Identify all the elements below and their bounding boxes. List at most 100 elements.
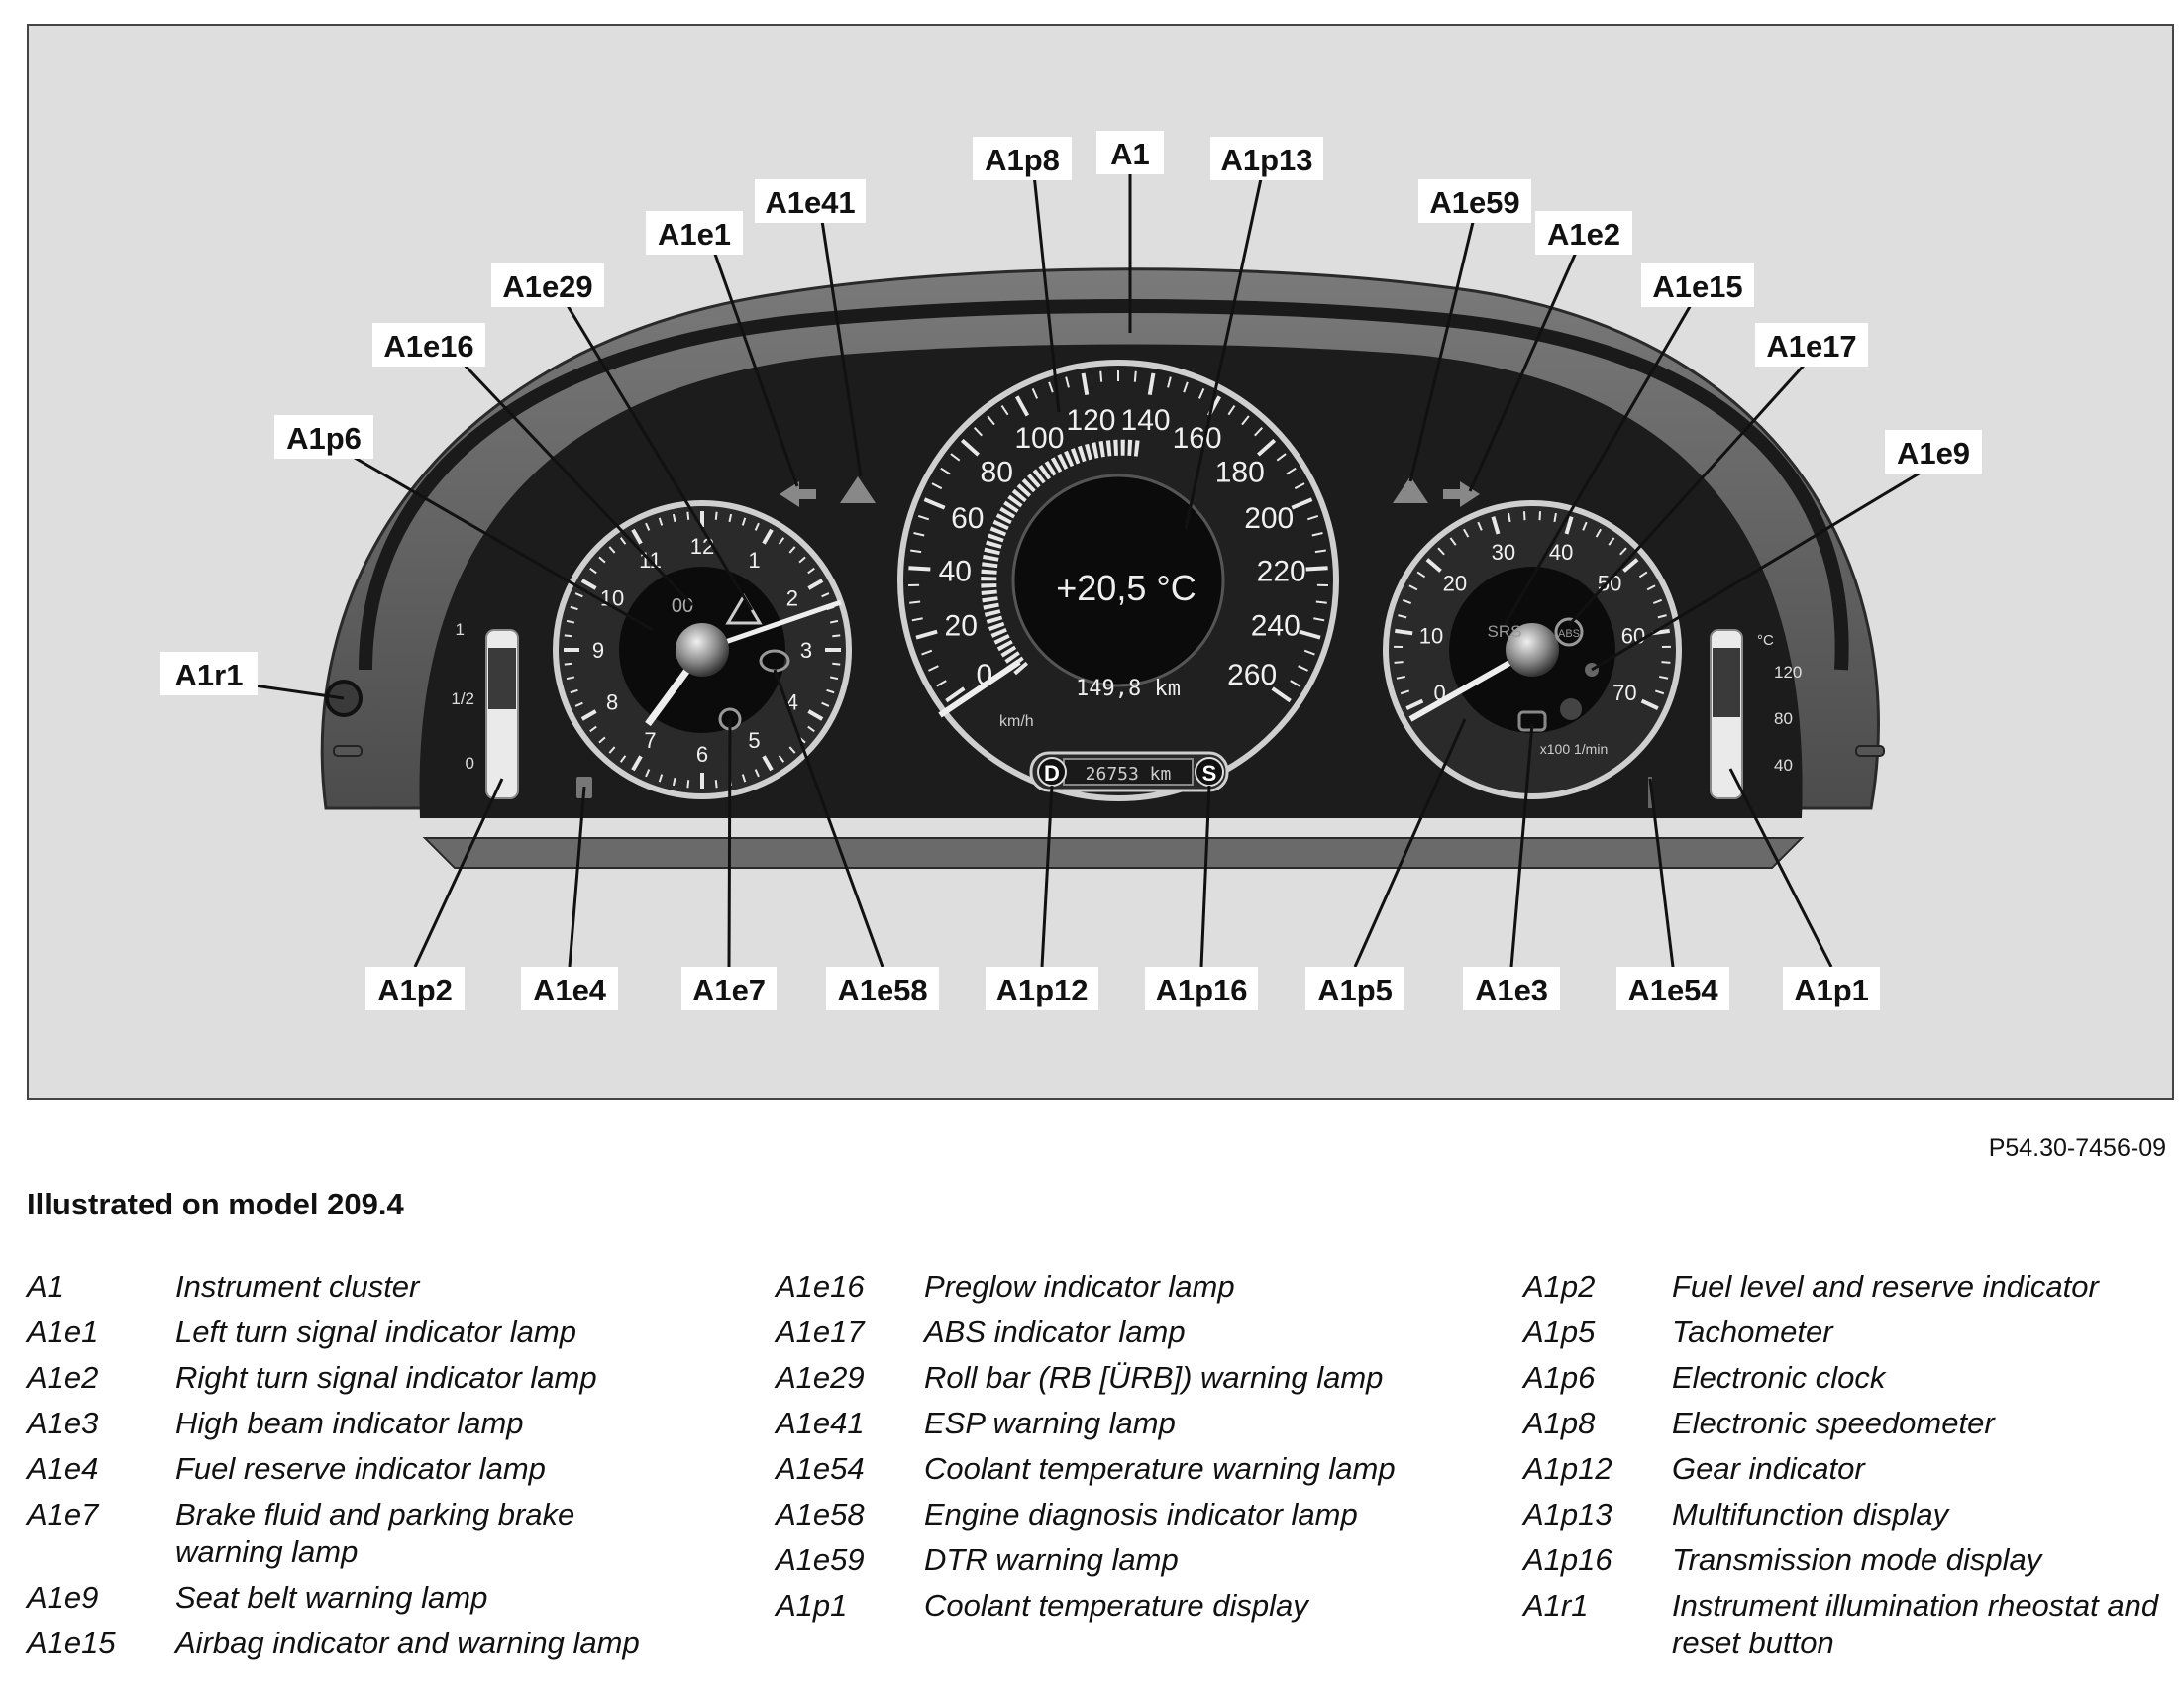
tachometer-tick xyxy=(1658,675,1669,680)
clock-label: 6 xyxy=(696,742,708,767)
legend-desc: Preglow indicator lamp xyxy=(924,1269,1235,1304)
speedometer-tick xyxy=(913,532,925,537)
clock-tick xyxy=(672,777,676,787)
tachometer-tick xyxy=(1405,698,1424,710)
speedometer-tick xyxy=(1299,629,1321,640)
callout-A1e3: A1e3 xyxy=(1475,973,1548,1007)
clock-tick xyxy=(829,619,839,624)
tachometer-tick xyxy=(1595,528,1602,538)
clock-tick xyxy=(570,605,578,611)
speedometer-tick xyxy=(945,686,966,703)
figure-caption: Illustrated on model 209.4 xyxy=(27,1187,404,1221)
speedometer-tick xyxy=(987,415,995,426)
abs-lamp-text: ABS xyxy=(1558,628,1580,640)
legend-code: A1r1 xyxy=(1523,1588,1589,1623)
legend-code: A1p6 xyxy=(1523,1360,1596,1395)
clock-tick xyxy=(608,546,616,554)
speedometer-tick xyxy=(1306,514,1319,521)
tachometer-tick xyxy=(1395,628,1413,636)
legend-desc: Instrument cluster xyxy=(175,1269,420,1304)
speedometer-tick xyxy=(928,665,939,672)
callout-A1e59: A1e59 xyxy=(1429,185,1519,220)
speedometer-tick xyxy=(1257,438,1277,457)
clock-tick xyxy=(788,746,796,754)
clock-tick xyxy=(564,634,572,638)
callout-A1e9: A1e9 xyxy=(1897,436,1970,471)
tachometer-label: 30 xyxy=(1492,540,1515,565)
tachometer-tick xyxy=(1661,661,1671,664)
clock-tick xyxy=(631,528,643,545)
legend-code: A1p1 xyxy=(776,1588,848,1623)
clock-tick xyxy=(714,780,718,789)
coolant-unit: °C xyxy=(1757,632,1774,649)
legend-desc: DTR warning lamp xyxy=(924,1542,1179,1577)
clock-label: 7 xyxy=(644,728,656,753)
clock-tick xyxy=(658,774,664,783)
speedometer-tick xyxy=(1099,370,1103,382)
speedometer-label: 160 xyxy=(1173,422,1222,455)
clock-label: 1 xyxy=(748,548,760,573)
clock-tick xyxy=(598,736,606,744)
clock-tick xyxy=(645,522,651,531)
tachometer-tick xyxy=(1553,512,1557,523)
speedometer-tick xyxy=(1311,532,1323,537)
callout-A1e1: A1e1 xyxy=(658,217,731,252)
legend-desc: Fuel reserve indicator lamp xyxy=(175,1451,546,1486)
clock-tick xyxy=(821,701,830,707)
coolant-mark-120: 120 xyxy=(1774,663,1802,682)
odometer-window xyxy=(1063,758,1194,786)
tachometer-tick xyxy=(1622,558,1639,573)
clock-tick xyxy=(826,688,835,694)
figure-id: P54.30-7456-09 xyxy=(1988,1134,2166,1162)
speedometer-label: 80 xyxy=(981,456,1013,488)
clock-tick xyxy=(566,619,575,624)
clock-label: 5 xyxy=(748,728,760,753)
legend-code: A1e2 xyxy=(27,1360,99,1395)
tachometer-tick xyxy=(1463,528,1470,538)
speedometer-tick xyxy=(1241,415,1250,426)
right-turn-signal-icon xyxy=(1443,481,1480,507)
tachometer-label: 10 xyxy=(1419,624,1443,649)
clock-tick xyxy=(778,537,785,545)
tachometer-tick xyxy=(1564,516,1574,535)
speedometer-label: 20 xyxy=(945,609,978,642)
tachometer-tick xyxy=(1619,547,1627,556)
speed-bar-graph xyxy=(981,439,1143,676)
legend-row: A1e59 DTR warning lamp xyxy=(776,1541,1429,1579)
speedometer-tick xyxy=(940,467,951,475)
speedometer-tick xyxy=(1014,395,1030,417)
tachometer-tick xyxy=(1491,516,1501,535)
tachometer-tick xyxy=(1638,571,1648,579)
left-turn-signal-icon xyxy=(780,481,816,507)
legend-code: A1e58 xyxy=(776,1497,865,1531)
speedometer-tick xyxy=(921,649,933,656)
speedometer-tick xyxy=(910,549,922,554)
tachometer-tick xyxy=(1408,584,1418,591)
clock-tick xyxy=(807,567,815,575)
legend-code: A1e59 xyxy=(776,1542,865,1577)
clock-tick xyxy=(686,511,690,520)
legend-code: A1e15 xyxy=(27,1626,116,1660)
speedometer-tick xyxy=(1271,686,1292,703)
tachometer-tick xyxy=(1398,614,1407,619)
clock-label: 9 xyxy=(592,638,604,663)
legend-desc: Left turn signal indicator lamp xyxy=(175,1315,576,1349)
legend-desc: ESP warning lamp xyxy=(924,1406,1176,1440)
legend-code: A1e1 xyxy=(27,1315,99,1349)
callout-A1: A1 xyxy=(1110,137,1150,171)
speedometer-label: 140 xyxy=(1121,404,1171,437)
callout-A1e54: A1e54 xyxy=(1627,973,1718,1007)
speedometer-label: 180 xyxy=(1215,456,1265,488)
callout-A1p6: A1p6 xyxy=(286,421,362,456)
speedometer-tick xyxy=(1294,482,1305,490)
